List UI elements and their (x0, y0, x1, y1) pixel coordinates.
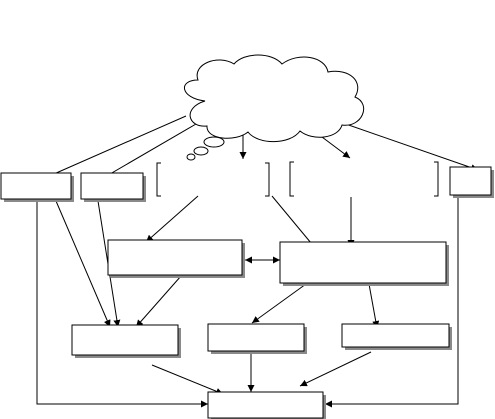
node-top-bracket-2 (289, 161, 439, 197)
node-top-box-1 (0, 172, 74, 202)
node-top-bracket-1 (156, 162, 270, 197)
thought-cloud (184, 54, 365, 161)
edge-top-box-1-to-low-box-1 (55, 200, 111, 328)
edge-top-box-5-to-bottom-box (325, 196, 459, 408)
node-top-box-2 (80, 172, 146, 202)
edges (36, 115, 479, 408)
edge-cloud-to-top-box-5 (339, 121, 479, 172)
node-mid-box-right (279, 241, 449, 286)
edge-mid-box-right-to-low-box-2 (251, 283, 307, 324)
node-low-box-3 (341, 323, 452, 350)
edge-top-box-1-to-bottom-box (36, 201, 208, 408)
edge-cloud-to-top-bracket-2 (317, 133, 351, 159)
edge-cloud-to-top-box-1 (37, 115, 187, 182)
edge-low-box-3-to-bottom-box (299, 351, 372, 387)
node-bottom-box (207, 391, 326, 419)
thought-bubble-large (203, 136, 225, 148)
edge-top-bracket-1-to-mid-box-right (271, 195, 317, 250)
node-low-box-2 (207, 323, 307, 354)
node-top-box-5 (449, 166, 494, 198)
edge-top-bracket-1-to-mid-box-left (145, 195, 199, 243)
thought-bubble-medium (193, 146, 209, 156)
edge-mid-box-right-to-low-box-3 (368, 283, 380, 329)
edge-cloud-to-top-box-2 (97, 123, 197, 182)
edge-mid-box-left-to-low-box-1 (135, 275, 182, 328)
node-mid-box-left (107, 239, 245, 278)
node-low-box-1 (71, 324, 181, 358)
edge-low-box-1-to-bottom-box (151, 364, 224, 395)
thought-bubble-small (186, 153, 196, 161)
